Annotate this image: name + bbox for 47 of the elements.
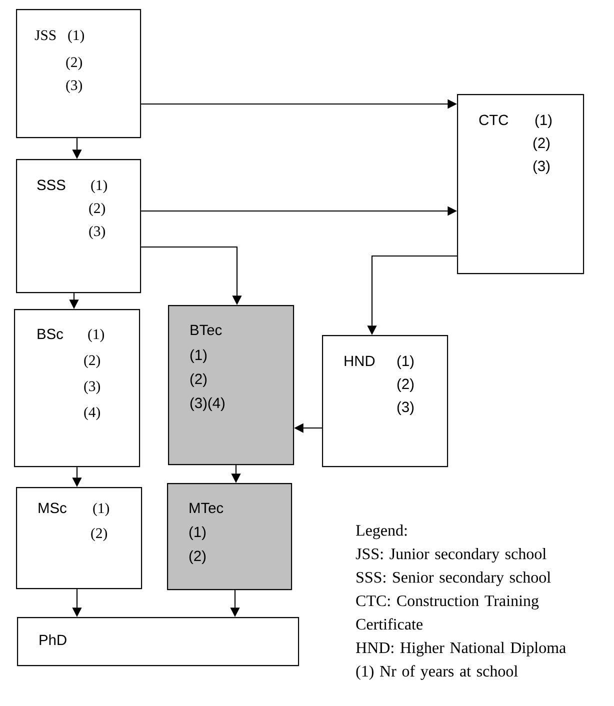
stage-name: CTC bbox=[479, 114, 508, 126]
stage-name: PhD bbox=[40, 634, 66, 645]
stage-name: SSS bbox=[37, 180, 66, 190]
year-number: (2) bbox=[84, 354, 100, 368]
year-number: (1) bbox=[189, 526, 206, 540]
stage-box bbox=[16, 487, 142, 590]
stage-box bbox=[16, 9, 142, 138]
year-number: (1) bbox=[535, 114, 552, 128]
year-number: (3) bbox=[397, 401, 414, 416]
year-number: (1) bbox=[68, 30, 84, 44]
stage-box bbox=[457, 94, 584, 274]
year-number: (3) bbox=[89, 226, 105, 240]
year-number: (2) bbox=[397, 378, 414, 392]
stage-box bbox=[168, 305, 294, 466]
stage-name: BTec bbox=[190, 324, 222, 336]
legend-line: SSS: Senior secondary school bbox=[356, 571, 551, 586]
stage-box bbox=[14, 309, 140, 468]
year-number: (2) bbox=[533, 137, 550, 152]
legend-line: HND: Higher National Diploma bbox=[356, 642, 566, 656]
year-number: (1) bbox=[88, 328, 104, 342]
year-number: (2) bbox=[190, 373, 207, 388]
year-number: (3)(4) bbox=[190, 397, 224, 412]
year-number: (3) bbox=[533, 160, 550, 174]
stage-name: HND bbox=[344, 356, 375, 366]
stage-name: BSc bbox=[38, 328, 64, 340]
stage-box bbox=[17, 617, 300, 666]
year-number: (1) bbox=[93, 502, 109, 516]
year-number: (1) bbox=[397, 355, 414, 370]
legend-line: CTC: Construction Training Certificate bbox=[356, 595, 539, 630]
stage-box bbox=[16, 159, 142, 294]
stage-name: JSS bbox=[34, 30, 56, 40]
stage-name: MSc bbox=[38, 502, 66, 514]
legend-line: (1) Nr of years at school bbox=[356, 665, 518, 680]
stage-box bbox=[322, 335, 448, 468]
year-number: (2) bbox=[89, 202, 105, 216]
year-number: (4) bbox=[84, 406, 100, 420]
stage-name: MTec bbox=[190, 502, 224, 514]
year-number: (1) bbox=[190, 349, 207, 364]
legend-line: JSS: Junior secondary school bbox=[356, 548, 546, 563]
legend-line: Legend: bbox=[356, 524, 407, 540]
year-number: (2) bbox=[91, 528, 107, 542]
year-number: (2) bbox=[66, 56, 82, 70]
year-number: (3) bbox=[84, 380, 100, 394]
stage-box bbox=[167, 483, 292, 590]
year-number: (3) bbox=[66, 80, 82, 94]
year-number: (1) bbox=[91, 180, 107, 194]
year-number: (2) bbox=[189, 550, 206, 564]
